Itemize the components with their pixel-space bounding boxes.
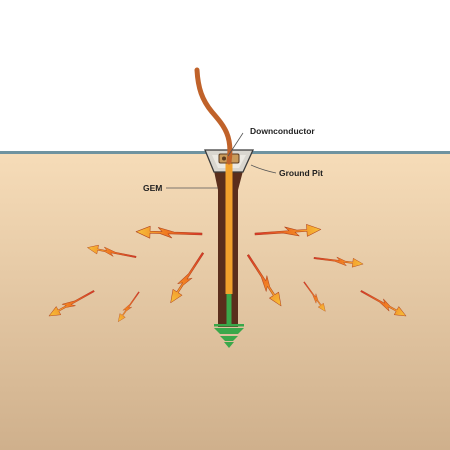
surge-bolt [246,254,282,307]
surge-bolt [135,225,203,239]
ground-pit-label: Ground Pit [279,168,323,178]
surge-bolt [170,252,205,304]
ground-pit-leader [250,164,277,174]
downconductor-cable [194,67,233,165]
surge-bolt [313,256,364,268]
surge-bolt [360,290,407,317]
ground-rod-tip [226,294,232,324]
gem-label: GEM [143,183,162,193]
surge-bolt [48,290,95,317]
surge-bolt [303,281,326,312]
ground-symbol [214,324,244,348]
downconductor-label: Downconductor [250,126,315,136]
surge-bolt [254,224,322,237]
downconductor-leader [227,132,244,157]
surge-bolt [87,244,137,258]
surge-bolt [118,291,140,322]
surge-bolts [48,224,407,322]
ground-rod [225,158,233,294]
